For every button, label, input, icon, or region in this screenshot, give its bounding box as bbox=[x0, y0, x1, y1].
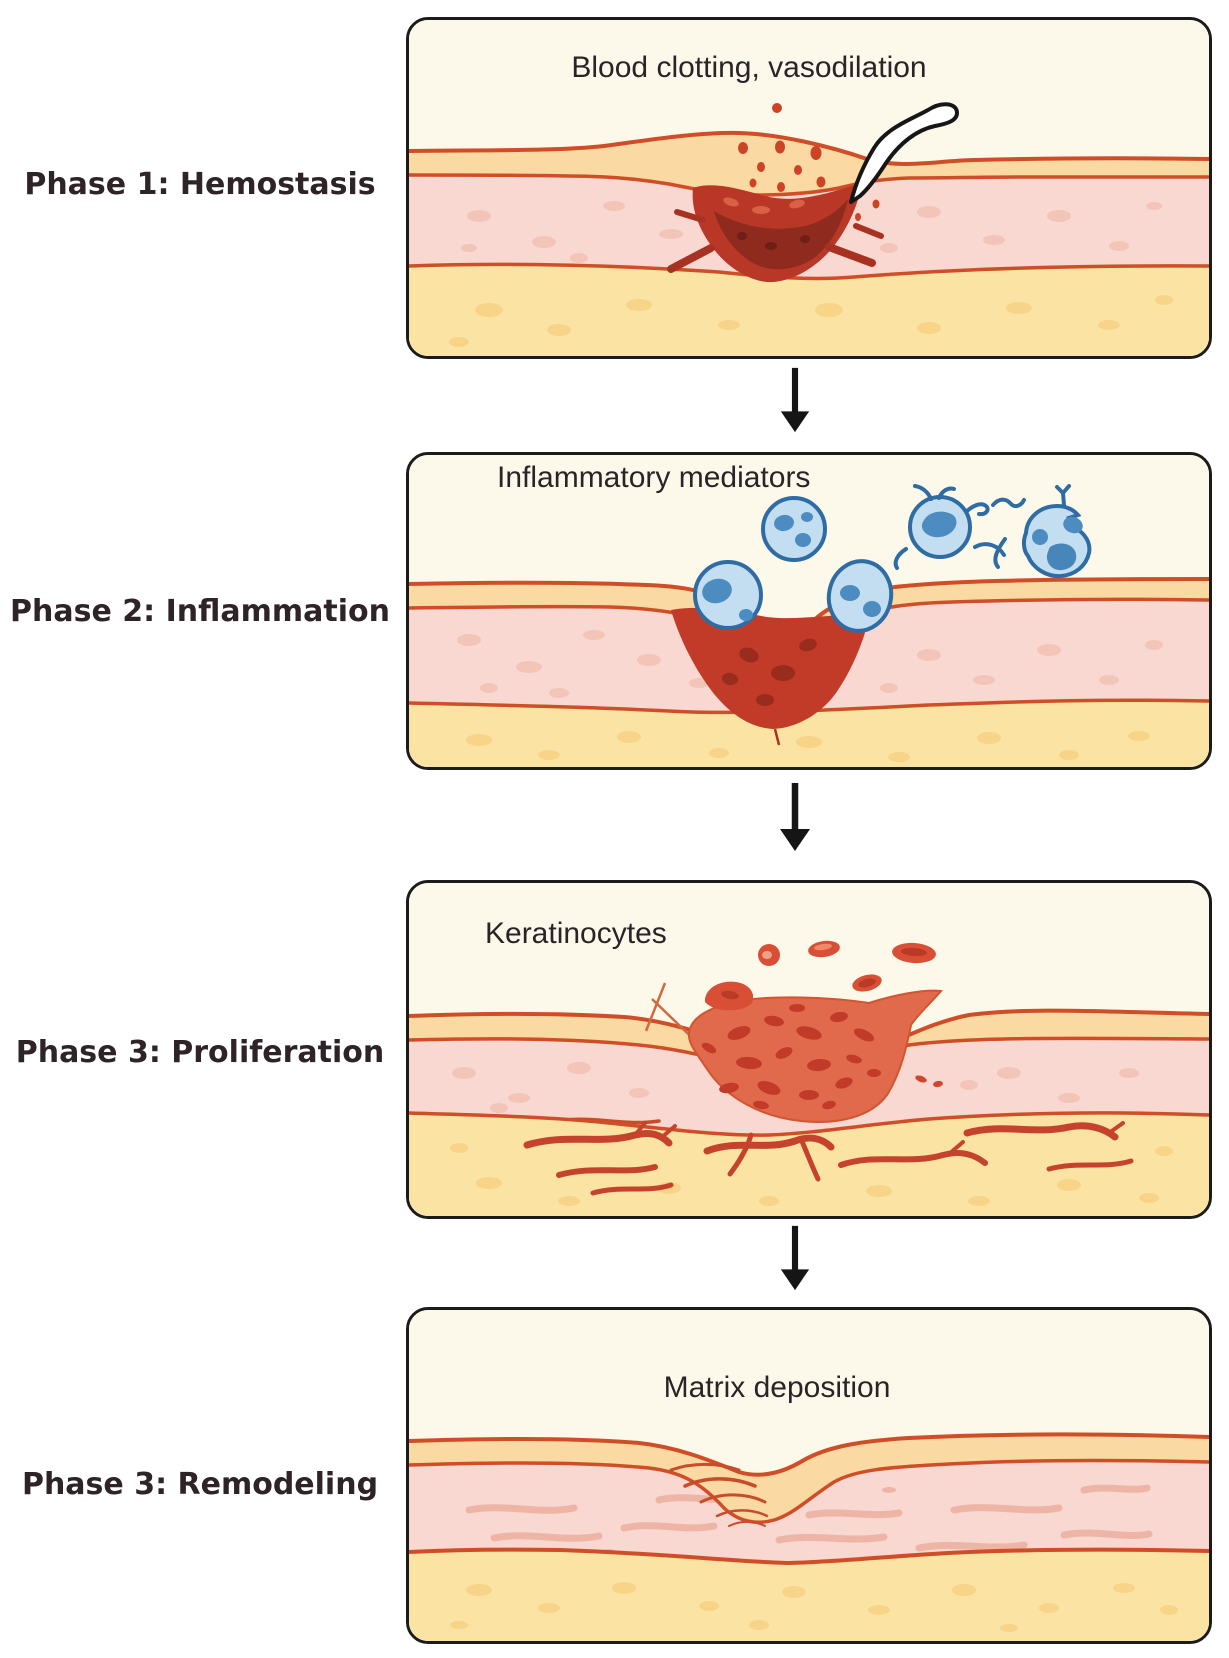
panel-title: Blood clotting, vasodilation bbox=[571, 51, 927, 84]
down-arrow-icon bbox=[780, 367, 810, 433]
down-arrow-icon bbox=[780, 1225, 810, 1291]
panel-title: Matrix deposition bbox=[663, 1371, 891, 1404]
hemostasis-illustration bbox=[409, 20, 1209, 356]
subcutis-layer bbox=[409, 1547, 1209, 1641]
splinter bbox=[849, 102, 959, 204]
phase-4-label: Phase 3: Remodeling bbox=[21, 1467, 379, 1502]
phase-3-label: Phase 3: Proliferation bbox=[15, 1035, 385, 1070]
epidermis-layer bbox=[409, 130, 1209, 197]
panel-title: Keratinocytes bbox=[485, 917, 667, 950]
granulation-tissue bbox=[644, 982, 943, 1123]
remodeling-illustration bbox=[409, 1310, 1209, 1641]
phase-1-panel: Blood clotting, vasodilation bbox=[406, 17, 1212, 359]
epidermis-layer bbox=[409, 1432, 1209, 1524]
subcutis-layer bbox=[409, 262, 1209, 356]
phase-3-panel: Keratinocytes bbox=[406, 880, 1212, 1219]
inflammation-illustration bbox=[409, 455, 1209, 767]
phase-4-panel: Matrix deposition bbox=[406, 1307, 1212, 1644]
keratinocyte-cells bbox=[704, 940, 943, 1088]
blood-clot bbox=[667, 183, 884, 283]
dermis-layer bbox=[409, 1460, 1209, 1563]
down-arrow-icon bbox=[780, 783, 810, 851]
scar-wrinkles bbox=[669, 1462, 769, 1527]
phase-1-label: Phase 1: Hemostasis bbox=[24, 167, 376, 202]
immune-cells bbox=[693, 484, 1092, 633]
blood-clot bbox=[671, 607, 870, 746]
panel-title: Inflammatory mediators bbox=[497, 461, 811, 494]
new-vessels bbox=[523, 1121, 1134, 1196]
proliferation-illustration bbox=[409, 883, 1209, 1216]
phase-2-label: Phase 2: Inflammation bbox=[10, 594, 390, 629]
blood-droplets bbox=[738, 103, 880, 221]
phase-2-panel: Inflammatory mediators bbox=[406, 452, 1212, 770]
